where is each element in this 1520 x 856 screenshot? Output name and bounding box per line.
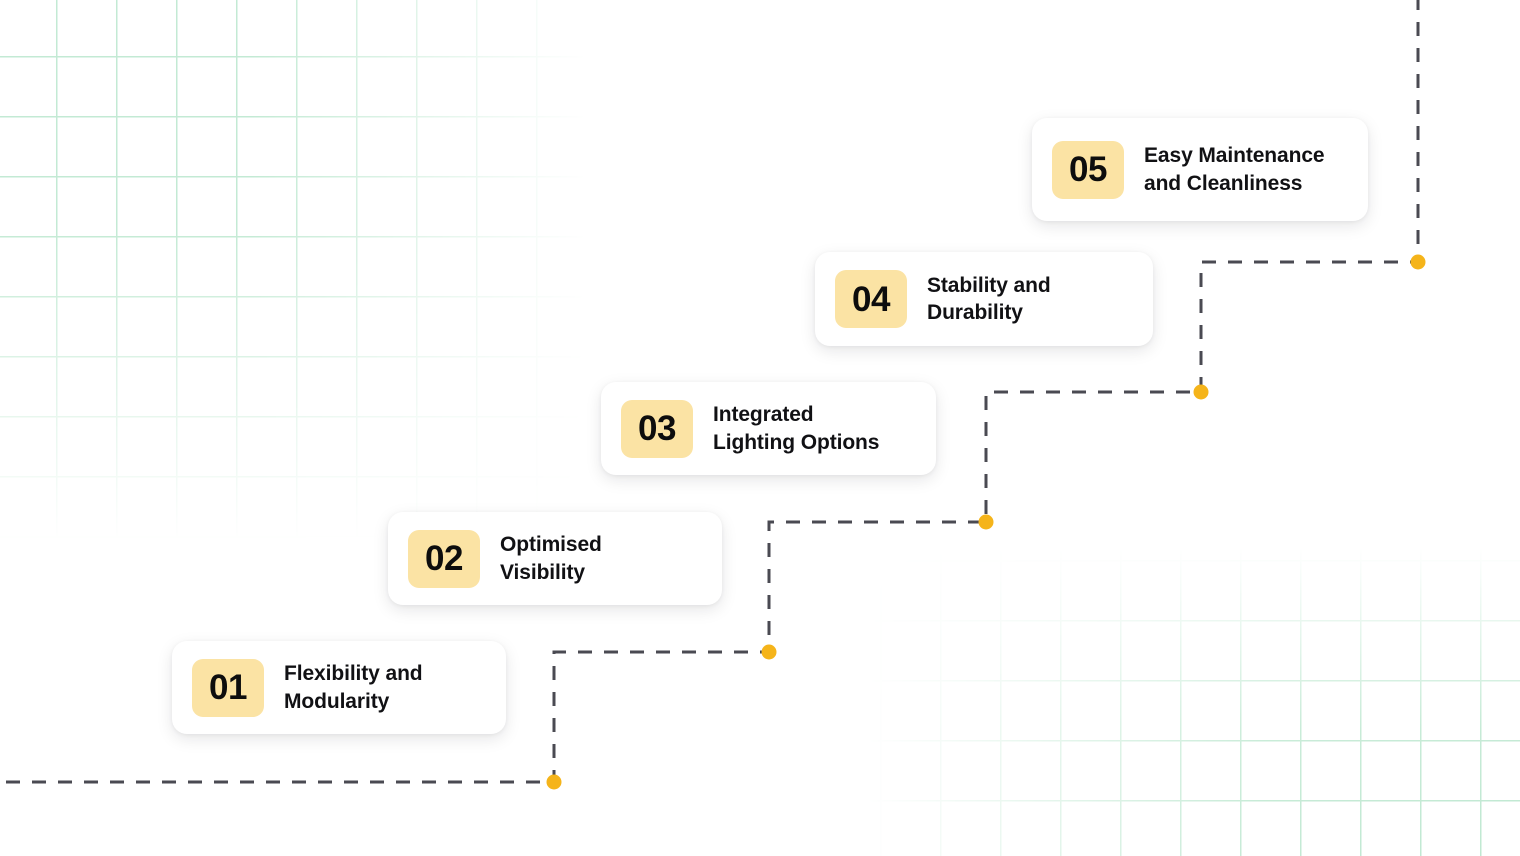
- step-number-badge: 02: [408, 529, 480, 588]
- step-number-badge: 04: [835, 270, 907, 328]
- step-card-04[interactable]: 04 Stability and Durability: [815, 252, 1153, 346]
- node-step-05[interactable]: [1410, 254, 1426, 270]
- step-title: Easy Maintenance and Cleanliness: [1144, 144, 1325, 195]
- step-title: Flexibility and Modularity: [284, 662, 423, 713]
- step-number-badge: 01: [192, 658, 264, 717]
- step-number-badge: 05: [1052, 140, 1124, 199]
- node-step-03[interactable]: [978, 514, 994, 530]
- decorative-grid-top-left: [0, 0, 598, 558]
- step-title: Stability and Durability: [927, 273, 1051, 324]
- step-card-05[interactable]: 05 Easy Maintenance and Cleanliness: [1032, 118, 1368, 221]
- step-card-03[interactable]: 03 Integrated Lighting Options: [601, 382, 936, 475]
- node-step-02[interactable]: [761, 644, 777, 660]
- step-title: Integrated Lighting Options: [713, 403, 880, 454]
- step-card-01[interactable]: 01 Flexibility and Modularity: [172, 641, 506, 734]
- decorative-grid-bottom-right: [868, 548, 1520, 856]
- node-step-04[interactable]: [1193, 384, 1209, 400]
- node-step-01[interactable]: [546, 774, 562, 790]
- step-title: Optimised Visibility: [500, 533, 602, 584]
- step-number-badge: 03: [621, 399, 693, 458]
- step-card-02[interactable]: 02 Optimised Visibility: [388, 512, 722, 605]
